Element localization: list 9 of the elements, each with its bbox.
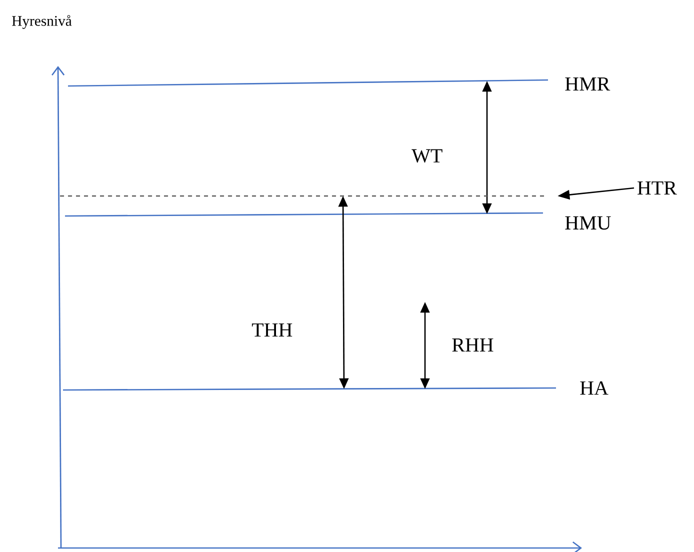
dashed-line [60,195,546,197]
level-label: HTR [638,181,677,195]
axis-label: Hyresnivå [12,15,72,29]
dimension-label: THH [252,323,292,337]
level-label: HMU [565,216,611,230]
level-label: HMR [565,77,610,91]
dimension-label: WT [412,149,442,163]
dimension-label: RHH [452,338,494,352]
level-label: HA [580,381,608,395]
